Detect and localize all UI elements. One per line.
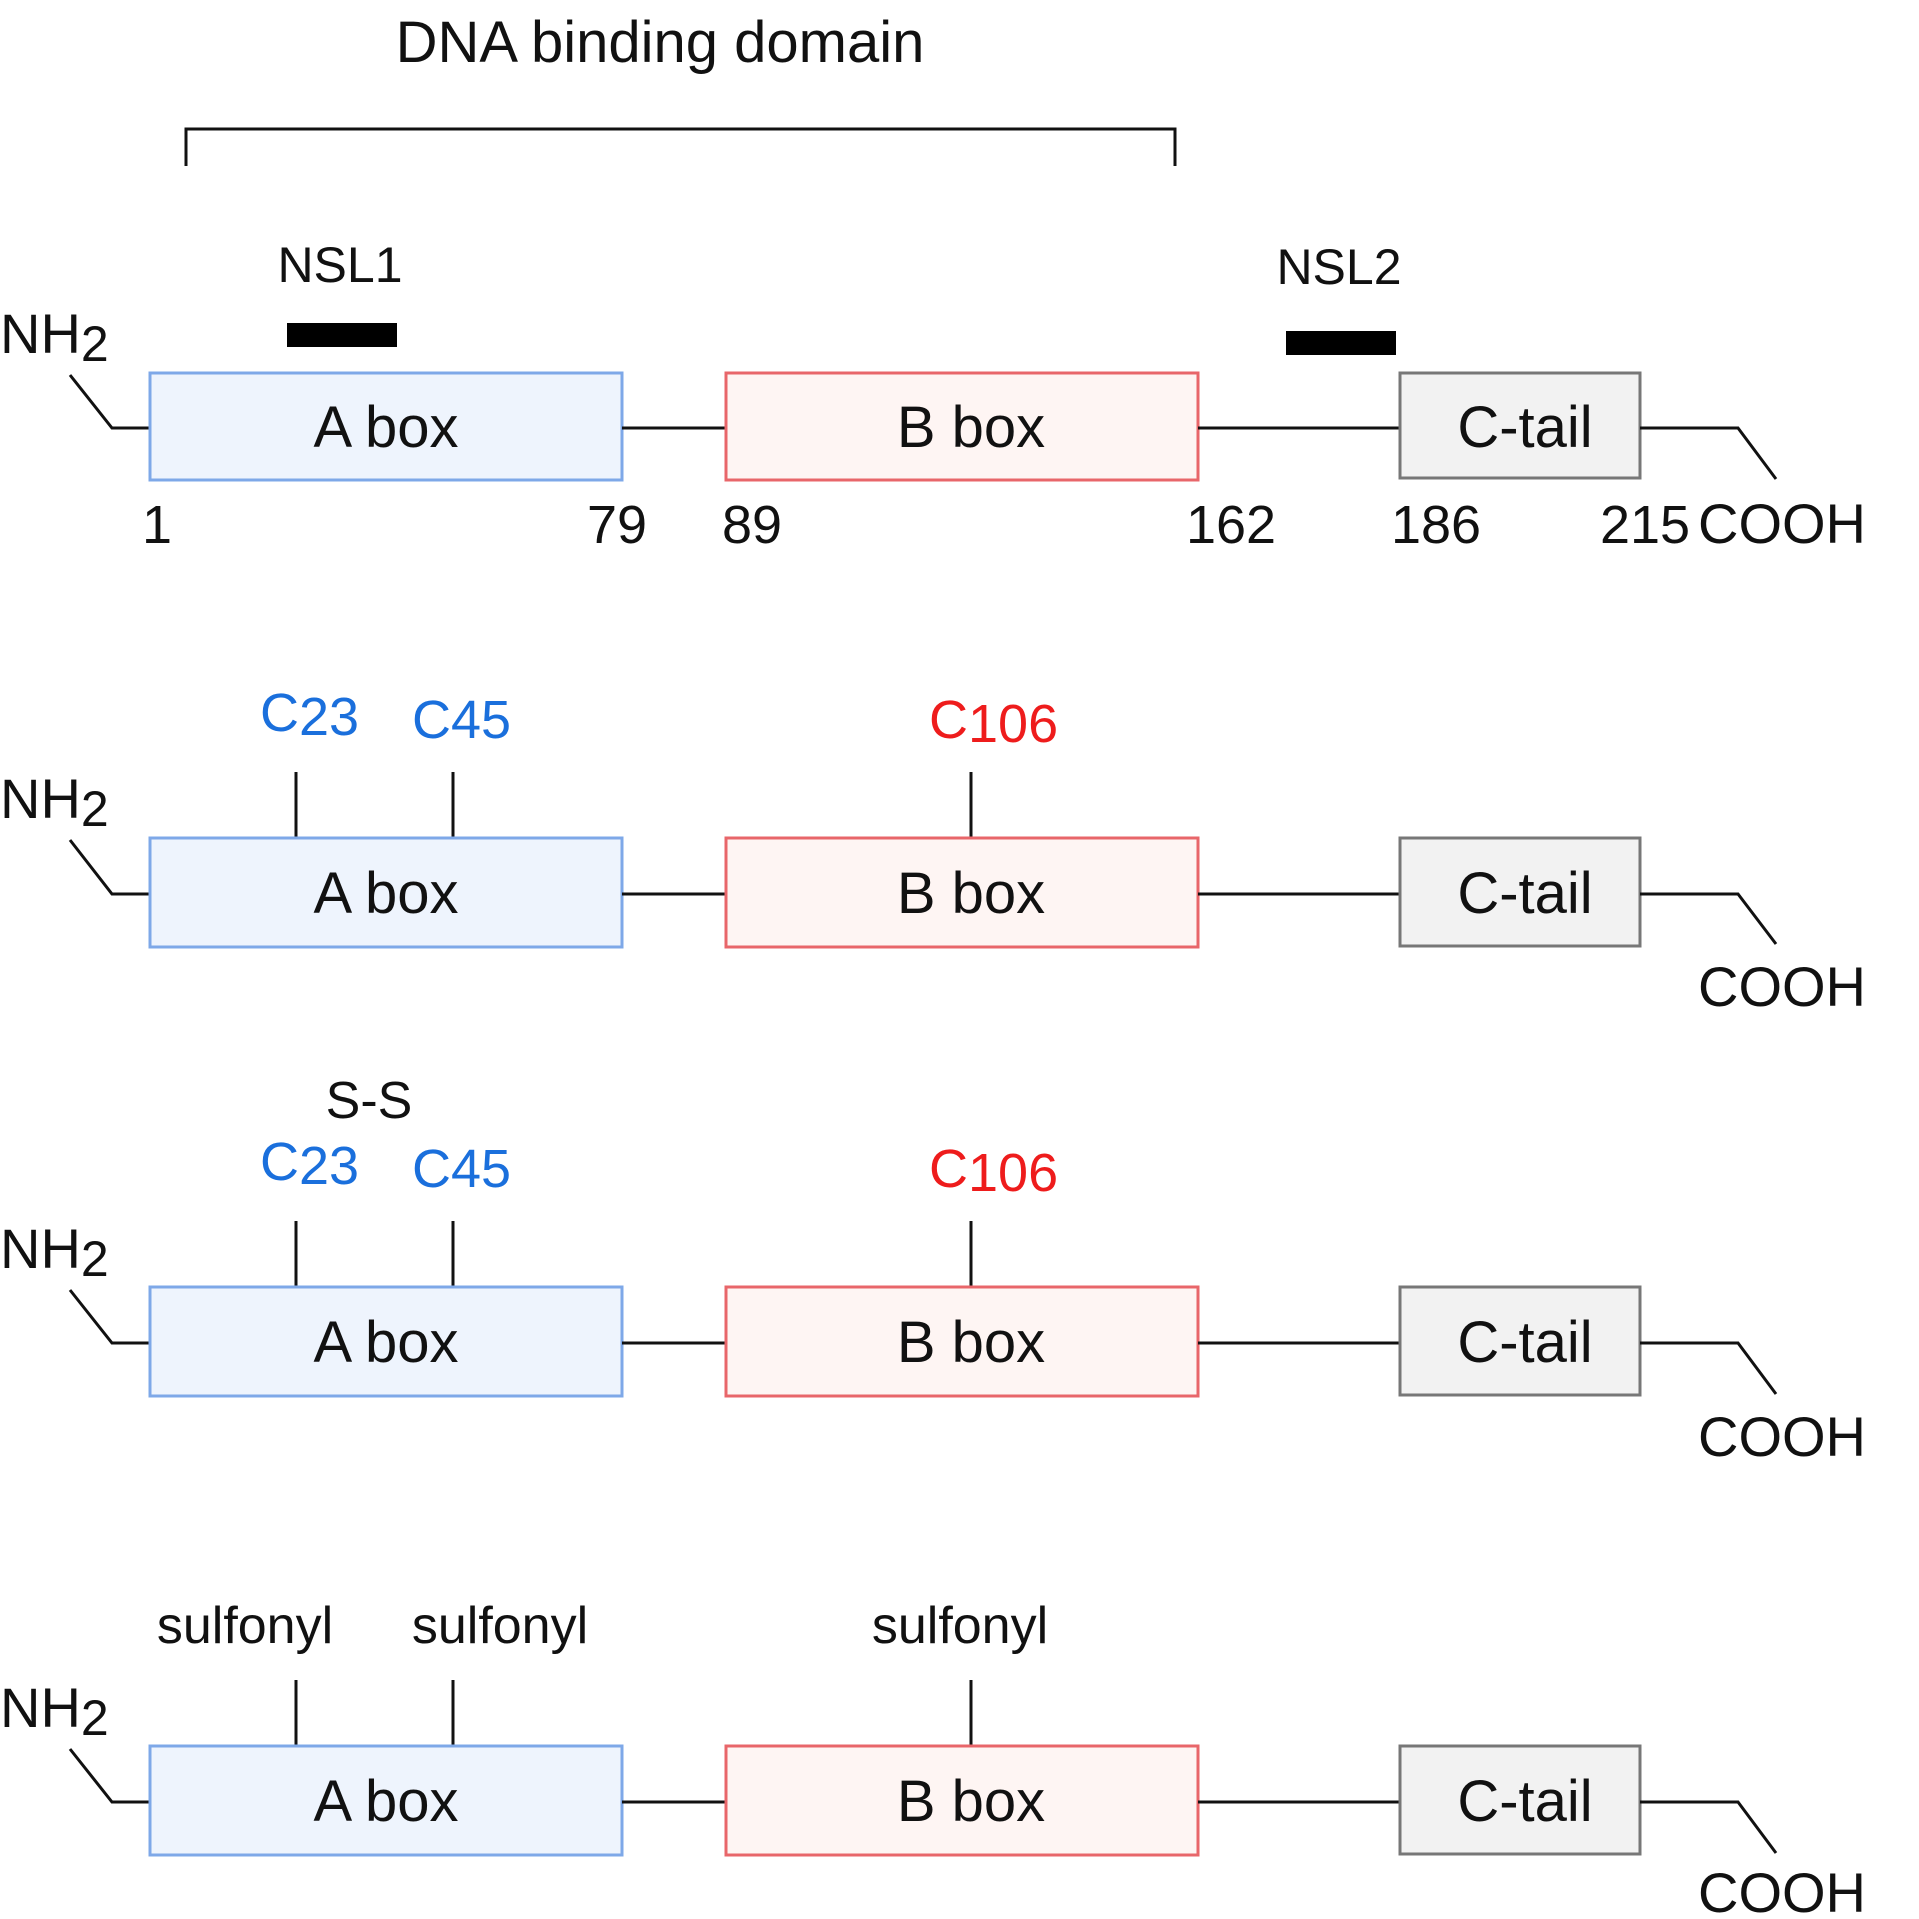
c-terminus-line <box>1640 892 1778 945</box>
c-terminus-label: COOH <box>1698 955 1866 1018</box>
sulfonyl-label-2: sulfonyl <box>412 1597 588 1655</box>
dna-binding-domain-label: DNA binding domain <box>396 10 925 75</box>
nsl2-bar <box>1286 331 1396 355</box>
dna-binding-domain-bracket <box>184 127 1177 166</box>
b-box-label: B box <box>897 861 1045 926</box>
row-sulfonyl: sulfonyl sulfonyl sulfonyl NH2 A box B b… <box>0 1597 1866 1919</box>
nsl1-bar <box>287 323 397 347</box>
c-tail-box <box>1398 1285 1642 1397</box>
c-tail-box <box>1398 371 1642 480</box>
n-terminus-label: NH2 <box>0 1217 109 1287</box>
b-box <box>724 371 1200 482</box>
n-terminus-line <box>68 1748 150 1804</box>
disulfide-bond-label: S-S <box>326 1072 413 1130</box>
c45-label: C45 <box>412 690 511 750</box>
c106-label: C106 <box>929 690 1058 754</box>
n-terminus-line <box>68 839 150 896</box>
n-terminus-line <box>68 1289 150 1345</box>
c-tail-label: C-tail <box>1457 1769 1592 1834</box>
c-tail-label: C-tail <box>1457 861 1592 926</box>
c-terminus-line <box>1640 426 1778 480</box>
n-terminus-label: NH2 <box>0 302 109 372</box>
c-tail-label: C-tail <box>1457 1310 1592 1375</box>
position-1: 1 <box>142 495 172 555</box>
c-tail-box <box>1398 1744 1642 1856</box>
sulfonyl-label-3: sulfonyl <box>872 1597 1048 1655</box>
c-terminus-line <box>1640 1800 1778 1854</box>
position-162: 162 <box>1186 495 1276 555</box>
a-box-label: A box <box>313 861 458 926</box>
c-terminus-line <box>1640 1341 1778 1395</box>
row-disulfide: S-S C23 C45 C106 NH2 A box B box C-tail … <box>0 1072 1866 1468</box>
a-box <box>148 1285 624 1398</box>
a-box <box>148 371 624 482</box>
n-terminus-line <box>68 374 150 430</box>
c23-label: C23 <box>260 683 359 747</box>
a-box-label: A box <box>313 1769 458 1834</box>
b-box <box>724 1744 1200 1857</box>
c-terminus-label: COOH <box>1698 492 1866 555</box>
b-box-label: B box <box>897 1310 1045 1375</box>
row-full-structure: NSL1 NSL2 NH2 A box B box C-tail 1 79 89… <box>0 237 1866 555</box>
b-box-label: B box <box>897 1769 1045 1834</box>
b-box-label: B box <box>897 395 1045 460</box>
position-215: 215 <box>1600 495 1690 555</box>
nsl1-label: NSL1 <box>277 237 402 293</box>
n-terminus-label: NH2 <box>0 767 109 837</box>
c-terminus-label: COOH <box>1698 1861 1866 1919</box>
sulfonyl-label-1: sulfonyl <box>157 1597 333 1655</box>
c-tail-box <box>1398 836 1642 948</box>
nsl2-label: NSL2 <box>1276 239 1401 295</box>
c45-label: C45 <box>412 1139 511 1199</box>
b-box <box>724 836 1200 949</box>
position-186: 186 <box>1391 495 1481 555</box>
c-tail-label: C-tail <box>1457 395 1592 460</box>
c23-label: C23 <box>260 1132 359 1196</box>
row-reduced-cysteines: C23 C45 C106 NH2 A box B box C-tail COOH <box>0 683 1866 1018</box>
n-terminus-label: NH2 <box>0 1676 109 1746</box>
position-89: 89 <box>722 495 782 555</box>
c-terminus-label: COOH <box>1698 1405 1866 1468</box>
c106-label: C106 <box>929 1139 1058 1203</box>
a-box <box>148 1744 624 1857</box>
a-box-label: A box <box>313 395 458 460</box>
a-box-label: A box <box>313 1310 458 1375</box>
position-79: 79 <box>587 495 647 555</box>
